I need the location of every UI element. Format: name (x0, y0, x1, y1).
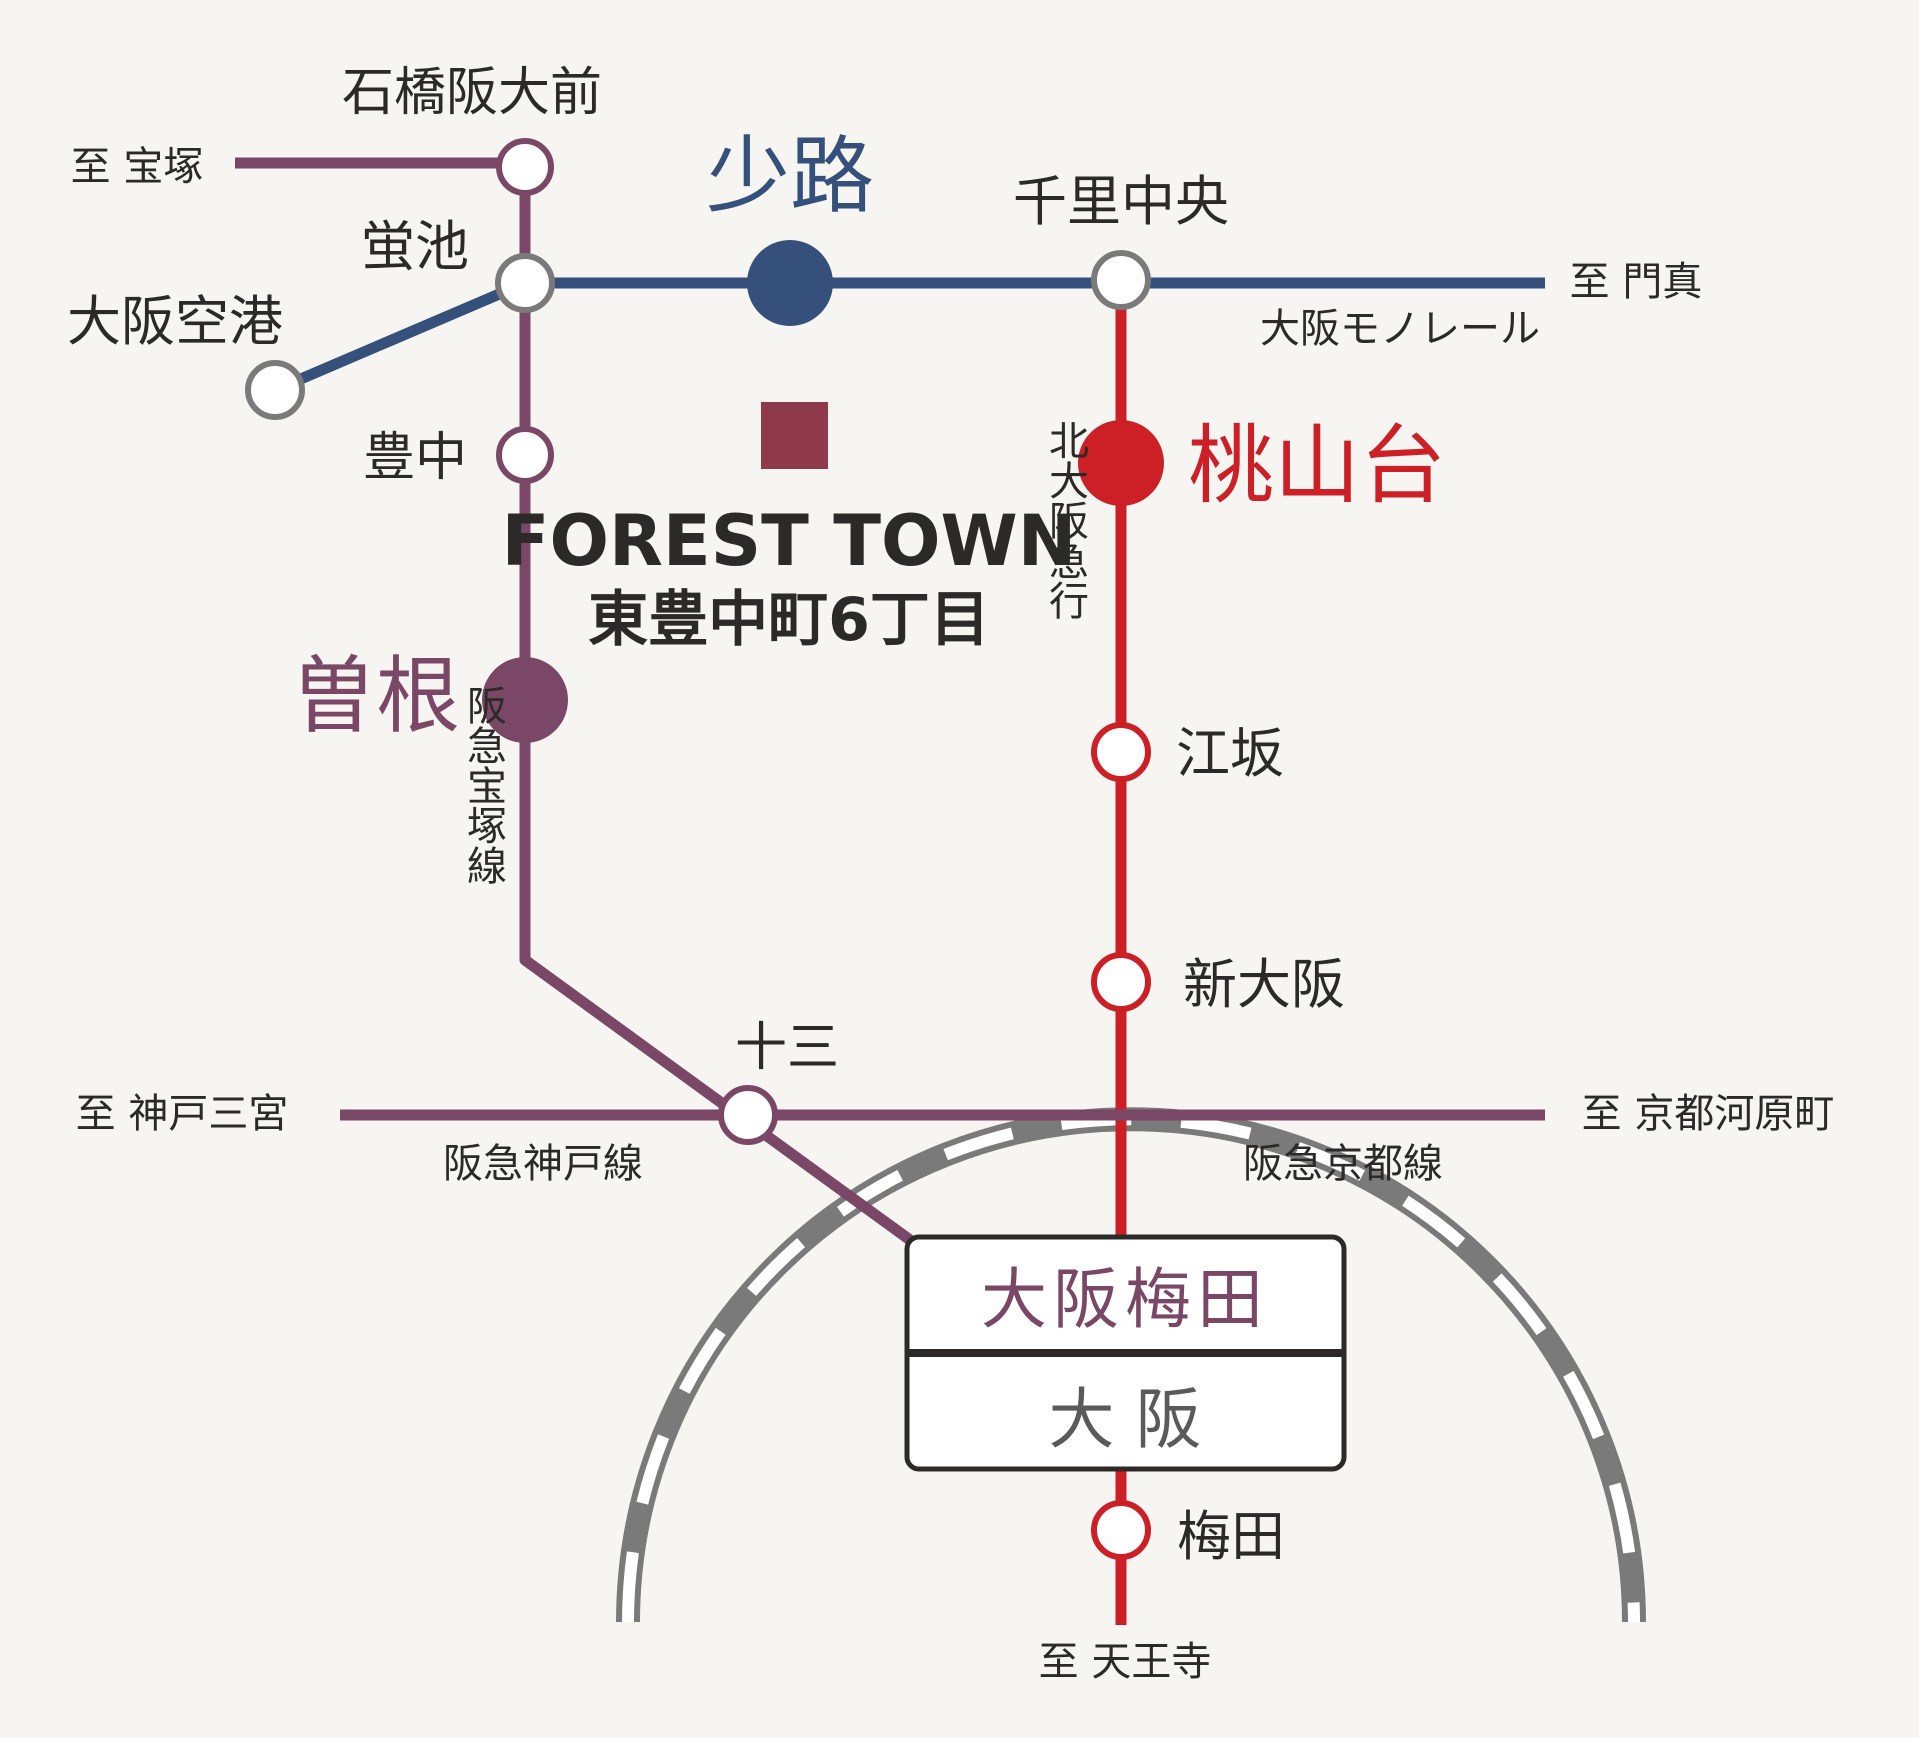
station-label-senri-chuo: 千里中央 (1013, 170, 1229, 233)
station-marker-ishibashi[interactable] (496, 138, 554, 196)
line-label-kyoto: 阪急京都線 (1243, 1141, 1443, 1187)
destination-kadoma: 至 門真 (1570, 259, 1703, 305)
station-marker-juso[interactable] (718, 1085, 778, 1145)
station-marker-shin-osaka[interactable] (1091, 952, 1151, 1012)
site-marker (761, 402, 828, 469)
station-label-sone: 曽根 (292, 647, 460, 745)
destination-takarazuka: 至 宝塚 (71, 144, 204, 190)
line-label-takarazuka: 阪急宝塚線 (460, 685, 506, 885)
station-label-toyonaka: 豊中 (363, 428, 467, 488)
station-label-shoji: 少路 (706, 127, 874, 225)
station-label-hotarugaike: 蛍池 (361, 215, 469, 278)
site-name: FOREST TOWN (502, 500, 1077, 582)
station-marker-toyonaka[interactable] (496, 426, 554, 484)
station-label-osaka-umeda: 大阪梅田 (981, 1261, 1269, 1338)
line-label-kitakyu: 北大阪急行 (1042, 420, 1089, 620)
umeda-osaka-station-box (904, 1234, 1347, 1472)
station-marker-shoji[interactable] (747, 240, 833, 326)
station-marker-umeda[interactable] (1091, 1500, 1151, 1560)
station-marker-osaka-airport[interactable] (245, 360, 305, 420)
station-label-osaka-airport: 大阪空港 (67, 290, 283, 353)
station-marker-sone[interactable] (482, 657, 568, 743)
station-marker-hotarugaike[interactable] (495, 253, 555, 313)
station-label-ishibashi: 石橋阪大前 (342, 63, 602, 123)
station-marker-momoyamadai[interactable] (1078, 420, 1164, 506)
osaka-monorail-line (272, 277, 1545, 396)
site-address: 東豊中町6丁目 (588, 585, 990, 655)
destination-tennoji: 至 天王寺 (1039, 1639, 1212, 1685)
station-marker-esaka[interactable] (1091, 722, 1151, 782)
station-label-shin-osaka: 新大阪 (1183, 953, 1345, 1016)
station-label-momoyamadai: 桃山台 (1188, 416, 1446, 516)
station-marker-senri-chuo[interactable] (1091, 250, 1151, 310)
destination-kyoto-kawaramachi: 至 京都河原町 (1582, 1091, 1835, 1137)
line-label-monorail: 大阪モノレール (1260, 306, 1540, 352)
station-label-umeda: 梅田 (1177, 1505, 1285, 1568)
station-label-osaka: 大 阪 (1049, 1381, 1202, 1458)
station-label-juso: 十三 (735, 1018, 839, 1078)
line-label-kobe: 阪急神戸線 (443, 1141, 643, 1187)
station-label-esaka: 江坂 (1176, 722, 1284, 785)
destination-kobe-sannomiya: 至 神戸三宮 (76, 1091, 289, 1137)
